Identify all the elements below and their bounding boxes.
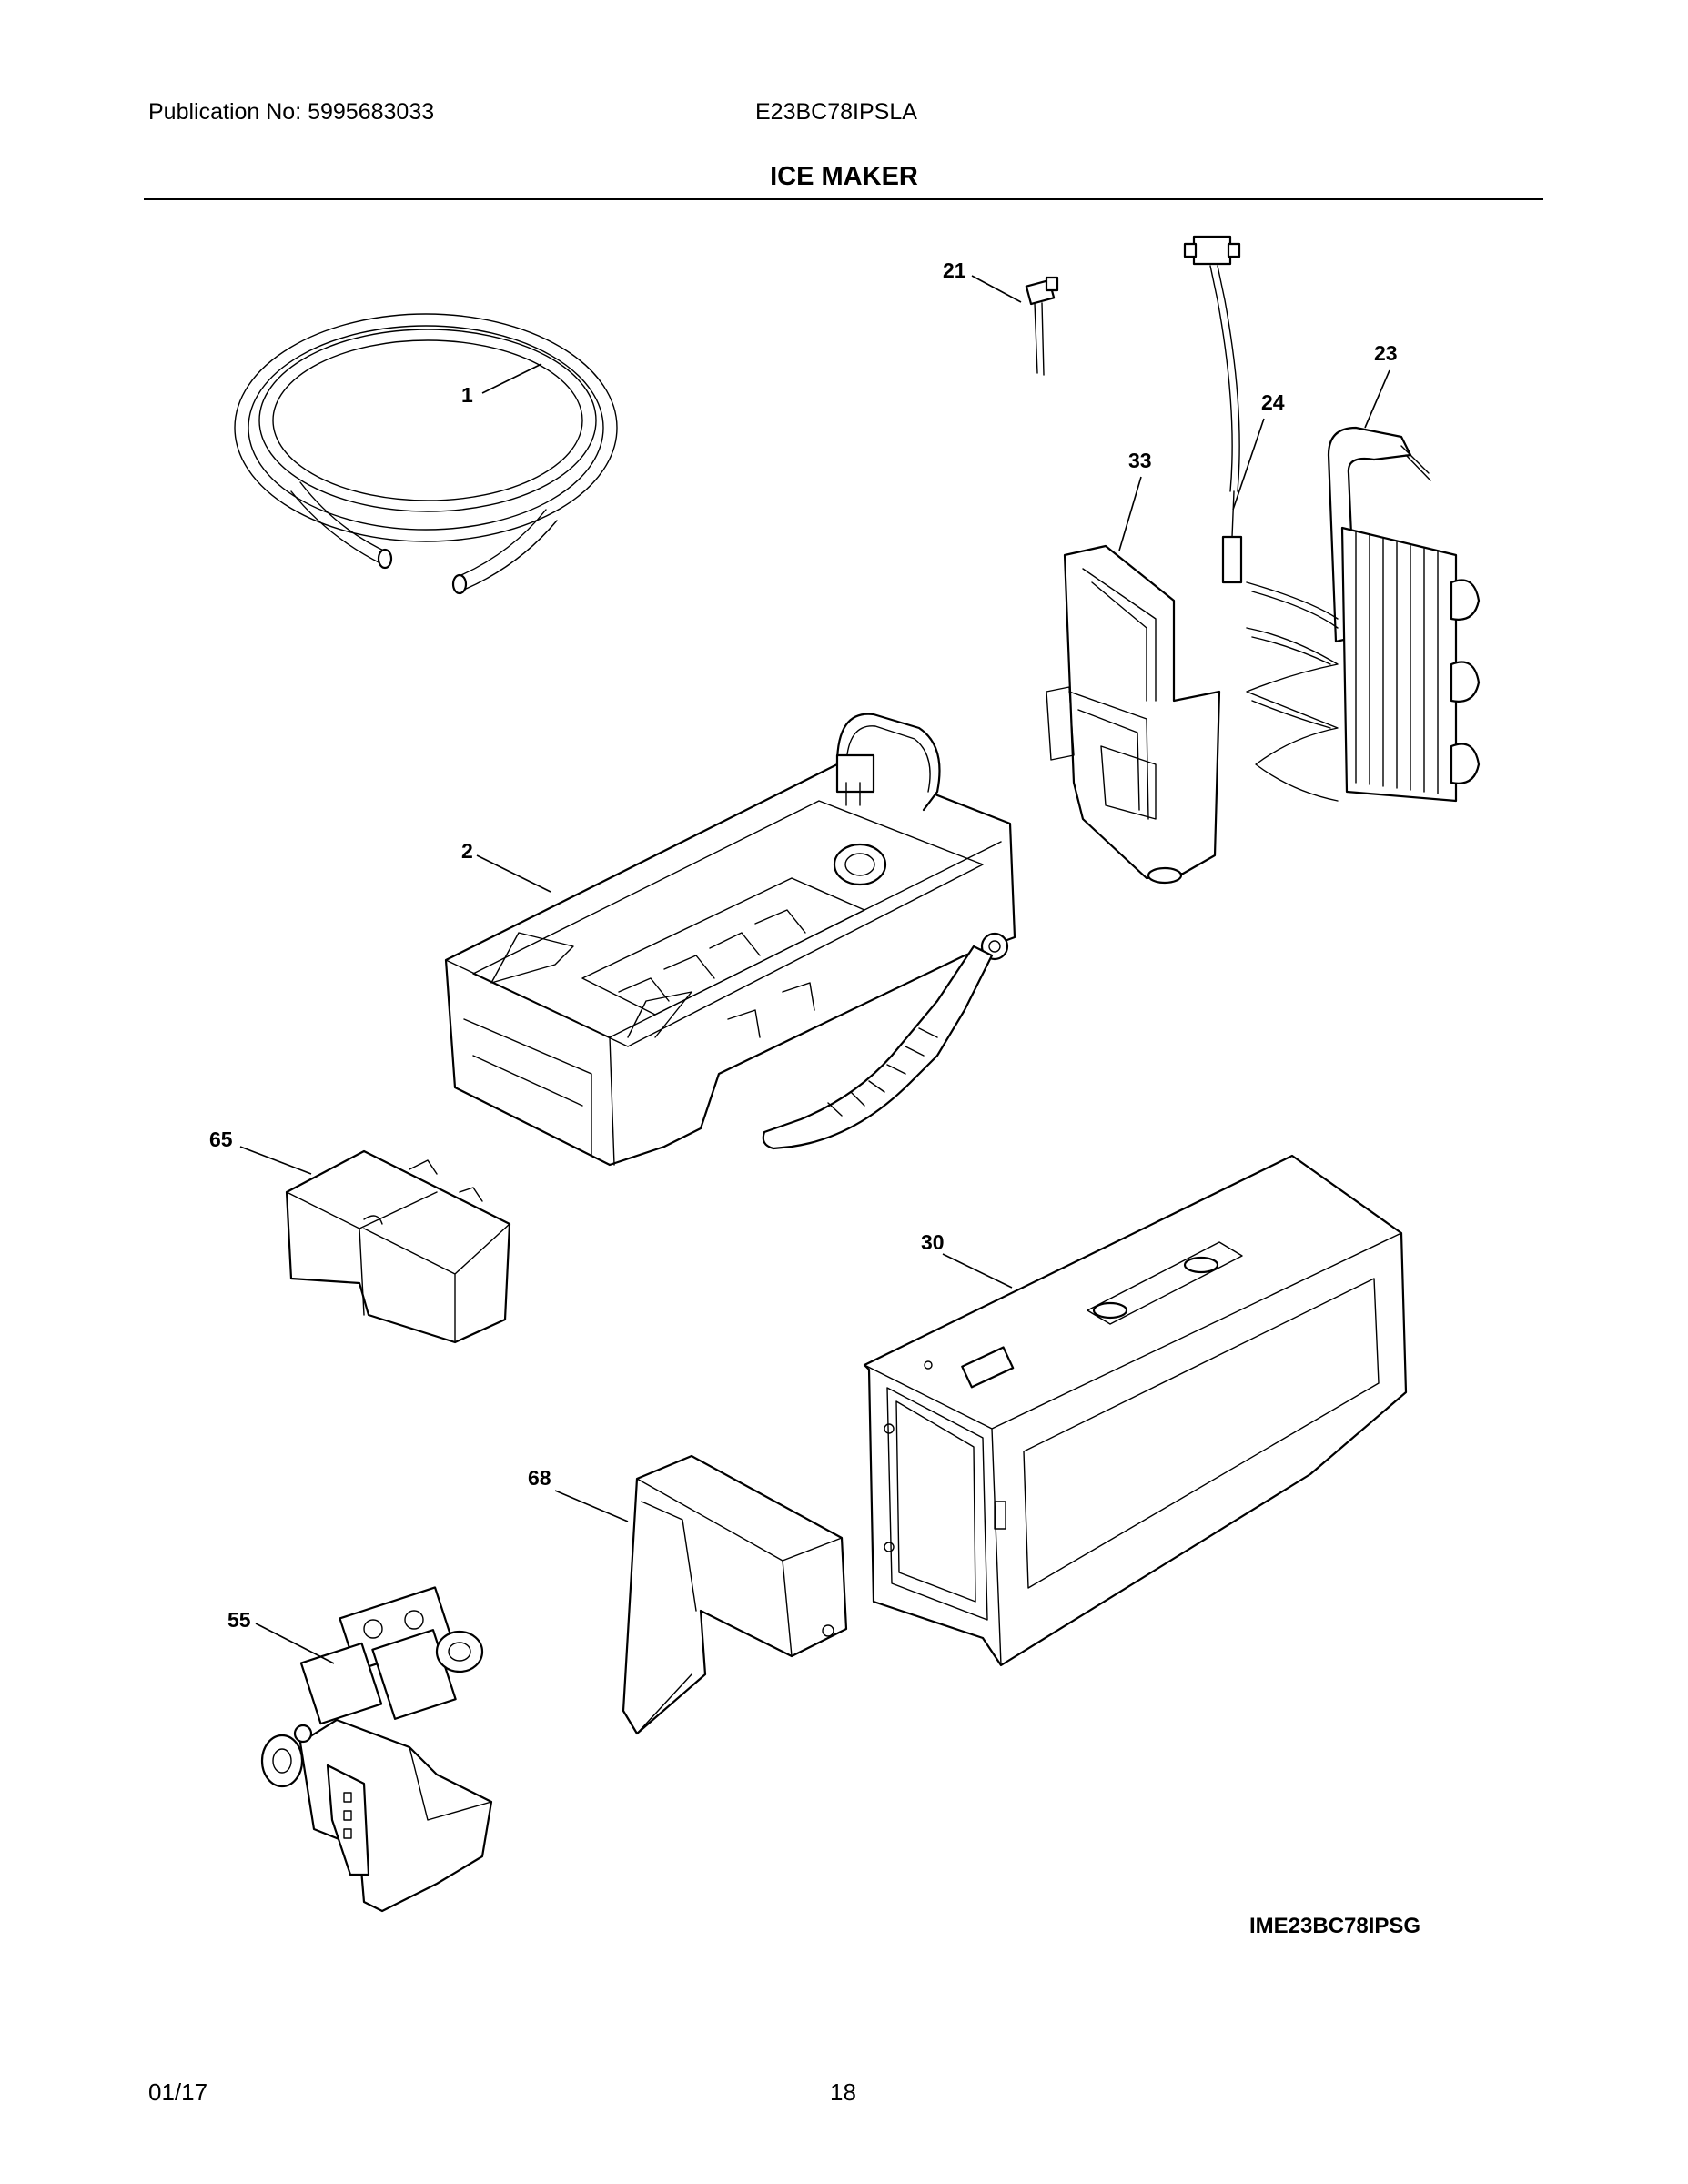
callout-21: 21 — [943, 258, 966, 282]
part-1-tubing-coil[interactable] — [234, 313, 618, 595]
part-24-wire-harness[interactable] — [1183, 235, 1243, 584]
callout-labels: 1 2 21 23 24 30 33 55 65 68 — [209, 258, 1398, 1632]
part-30-ice-bucket[interactable] — [863, 1154, 1408, 1667]
callout-55: 55 — [227, 1608, 251, 1632]
title-rule — [144, 198, 1543, 200]
leader-lines — [239, 275, 1390, 1664]
model-number: E23BC78IPSLA — [755, 99, 917, 125]
callout-2: 2 — [461, 839, 473, 863]
page-number: 18 — [830, 2078, 856, 2106]
part-23-evaporator[interactable] — [1246, 426, 1481, 803]
part-68-chute[interactable] — [622, 1454, 848, 1735]
callout-24: 24 — [1261, 390, 1285, 414]
callout-1: 1 — [461, 383, 473, 407]
page-title: ICE MAKER — [770, 162, 918, 191]
publication-number: Publication No: 5995683033 — [148, 99, 435, 125]
figure-id: IME23BC78IPSG — [1249, 1914, 1421, 1938]
callout-68: 68 — [528, 1466, 551, 1490]
part-65-tray[interactable] — [285, 1149, 511, 1344]
callout-33: 33 — [1128, 449, 1152, 472]
footer-date: 01/17 — [148, 2078, 208, 2106]
part-55-water-valve[interactable] — [260, 1586, 493, 1913]
part-33-housing[interactable] — [1046, 544, 1221, 885]
part-2-ice-maker-assembly[interactable] — [444, 713, 1016, 1167]
part-21-connector[interactable] — [1025, 276, 1059, 376]
callout-30: 30 — [921, 1230, 945, 1254]
callout-23: 23 — [1374, 341, 1398, 365]
callout-65: 65 — [209, 1127, 233, 1151]
